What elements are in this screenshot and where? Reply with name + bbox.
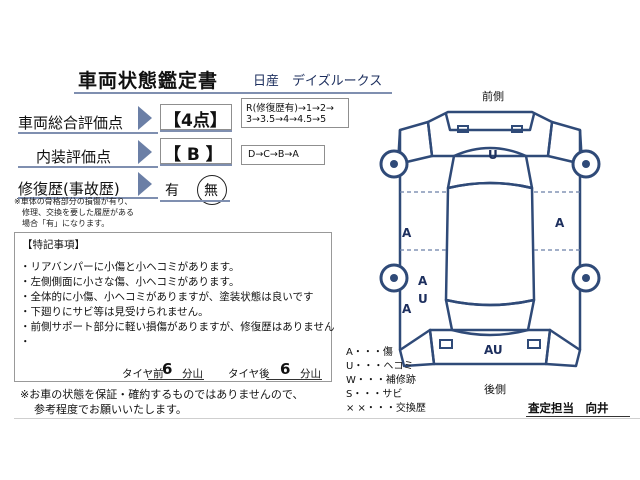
repair-note-line2: 修理、交換を要した履歴がある [22,208,134,217]
front-tire-unit: 分山 [182,368,203,380]
damage-mark-right-side: A [555,216,565,230]
repair-no-option: 無 [204,183,218,199]
front-tire-underline [148,379,204,380]
front-side-label: 前側 [482,90,504,103]
note-line: ・全体的に小傷、小ヘコミがありますが、塗装状態は良いです [20,291,314,303]
title-underline [74,92,392,94]
damage-mark-left-side-a2: A [402,302,412,316]
left-rear-corner-outline [398,328,436,368]
front-tire-value: 6 [162,360,173,378]
rear-tire-underline [266,379,322,380]
note-line: ・ [20,336,31,348]
damage-mark-rear: AU [484,343,503,357]
repair-history-label: 修復歴(事故歴) [18,180,120,198]
repair-value-underline [160,200,230,202]
legend-item: S・・・サビ [346,389,403,400]
car-name: 日産 デイズルークス [253,74,383,89]
overall-label-underline [18,132,158,134]
rear-tire-unit: 分山 [300,368,321,380]
car-damage-diagram [379,110,601,368]
interior-scale-box [241,145,325,165]
rear-window-outline [444,298,536,337]
damage-mark-hood: U [488,148,498,162]
footer-divider [14,418,640,419]
overall-scale-box [241,98,349,128]
legend-item: × ×・・・交換歴 [346,403,426,414]
repair-arrow-icon [138,172,152,196]
front-left-light-icon [457,125,469,133]
front-tire-label: タイヤ前 [122,368,164,380]
signature-underline [526,416,630,417]
note-line: ・下廻りにサビ等は見受けられません。 [20,306,209,318]
interior-score-label: 内装評価点 [36,148,112,166]
note-line: ・リアバンパーに小傷と小ヘコミがあります。 [20,261,240,273]
damage-mark-left-side-u: U [418,292,428,306]
overall-arrow-icon [138,106,152,130]
interior-label-underline [18,166,158,168]
note-line: ・左側側面に小さな傷、小ヘコミがあります。 [20,276,240,288]
repair-note-line3: 場合「有」になります。 [22,219,110,228]
front-right-light-icon [511,125,523,133]
repair-note-line1: ※車体の骨格部分の損傷が有り、 [14,197,133,206]
document-title: 車両状態鑑定書 [78,70,219,92]
overall-score-box [160,104,232,130]
footer-note-line2: 参考程度でお願いいたします。 [34,403,187,416]
right-rear-corner-outline [544,328,582,368]
hood-line [444,113,536,132]
damage-mark-left-side-upper: A [402,226,412,240]
repair-yes-option: 有 [165,183,179,199]
rear-tire-value: 6 [280,360,291,378]
rear-right-light-icon [527,339,541,349]
legend-item: A・・・傷 [346,347,393,358]
overall-value-underline [160,130,232,132]
interior-arrow-icon [138,140,152,164]
interior-score-box [160,138,232,164]
interior-value-underline [160,164,232,166]
note-line: ・前側サポート部分に軽い損傷がありますが、修復歴はありません [20,321,335,333]
interior-scale-text: D→C→B→A [248,149,299,160]
roof-outline [444,181,536,307]
special-notes-heading: 【特記事項】 [22,239,85,251]
legend-item: W・・・補修跡 [346,375,416,386]
overall-score-value: 【4点】 [164,111,227,131]
overall-scale-line2: 3→3.5→4→4.5→5 [246,114,327,125]
legend-item: U・・・ヘコミ [346,361,414,372]
repair-label-underline [18,197,158,199]
overall-scale-line1: R(修復歴有)→1→2→ [246,103,334,114]
damage-mark-left-side-a1: A [418,274,428,288]
footer-note-line1: ※お車の状態を保証・確約するものではありませんので、 [20,388,304,401]
interior-score-value: 【 B 】 [164,145,223,165]
special-notes-box [14,232,332,382]
rear-left-light-icon [439,339,453,349]
rear-side-label: 後側 [484,383,506,396]
appraiser-signature: 査定担当 向井 [528,401,609,415]
repair-selected-circle [197,175,227,205]
rear-tire-label: タイヤ後 [228,368,270,380]
overall-score-label: 車両総合評価点 [18,114,124,132]
